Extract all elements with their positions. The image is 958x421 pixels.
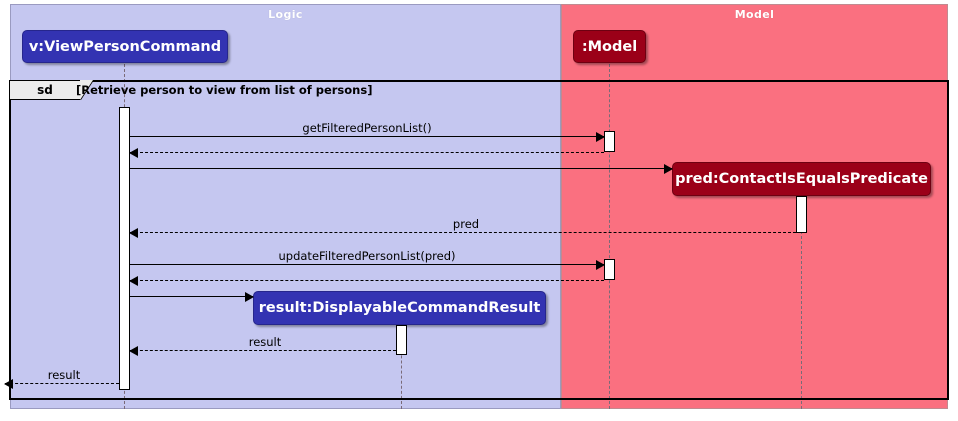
- sd-frame: [9, 80, 949, 400]
- package-logic: Logic: [10, 4, 561, 409]
- message-create-command-result: [130, 292, 254, 302]
- message-return-update-filtered-person-list: [129, 276, 604, 286]
- activation-command-result: [396, 325, 407, 355]
- arrowhead-right-icon: [245, 292, 254, 302]
- message-create-contact-predicate: [130, 164, 673, 174]
- arrowhead-left-icon: [129, 148, 138, 158]
- message-get-filtered-person-list: [130, 132, 605, 142]
- arrowhead-left-icon: [4, 379, 13, 389]
- message-return-pred: [129, 228, 796, 238]
- arrowhead-left-icon: [129, 346, 138, 356]
- activation-model-update-filtered: [604, 259, 615, 280]
- participant-contact-predicate[interactable]: pred:ContactIsEqualsPredicate: [672, 162, 931, 196]
- activation-view-person-command: [119, 107, 130, 390]
- activation-contact-predicate: [796, 196, 807, 233]
- message-label-result-outer: result: [47, 368, 81, 382]
- lifeline-model: [609, 64, 610, 409]
- message-label-result-inner: result: [248, 335, 282, 349]
- sd-frame-tab: [9, 80, 81, 100]
- sd-frame-guard-label: [Retrieve person to view from list of pe…: [76, 83, 373, 97]
- participant-model[interactable]: :Model: [573, 30, 646, 63]
- message-label-get-filtered-person-list: getFilteredPersonList(): [302, 121, 432, 135]
- participant-label: :Model: [581, 38, 638, 55]
- sd-frame-tag-label: sd: [37, 83, 53, 97]
- package-model: Model: [561, 4, 948, 409]
- message-label-pred: pred: [452, 217, 480, 231]
- participant-label: result:DisplayableCommandResult: [258, 300, 541, 316]
- arrowhead-right-icon: [596, 260, 605, 270]
- arrowhead-right-icon: [596, 132, 605, 142]
- participant-label: pred:ContactIsEqualsPredicate: [675, 171, 928, 187]
- lifeline-command-result: [401, 325, 402, 409]
- package-logic-title: Logic: [268, 8, 303, 21]
- package-model-title: Model: [734, 8, 775, 21]
- participant-view-person-command[interactable]: v:ViewPersonCommand: [22, 30, 228, 63]
- participant-label: v:ViewPersonCommand: [28, 38, 222, 55]
- message-update-filtered-person-list: [130, 260, 605, 270]
- lifeline-contact-predicate: [801, 196, 802, 409]
- message-return-filtered-person-list: [129, 148, 604, 158]
- participant-command-result[interactable]: result:DisplayableCommandResult: [253, 291, 546, 325]
- activation-model-get-filtered: [604, 131, 615, 152]
- message-return-result-outer: [4, 379, 119, 389]
- message-return-result-inner: [129, 346, 396, 356]
- arrowhead-left-icon: [129, 276, 138, 286]
- arrowhead-left-icon: [129, 228, 138, 238]
- arrowhead-right-icon: [664, 164, 673, 174]
- message-label-update-filtered-person-list: updateFilteredPersonList(pred): [278, 249, 456, 263]
